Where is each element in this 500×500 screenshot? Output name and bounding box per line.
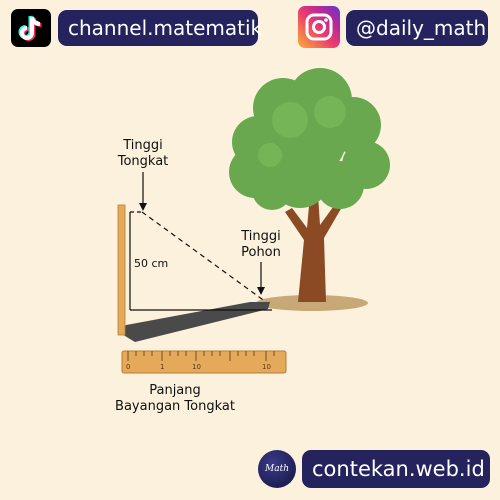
tree-foliage: [229, 68, 390, 210]
website-url: contekan.web.id: [312, 457, 485, 481]
sun-ray-dashed-line: [141, 211, 267, 303]
shadow-label-line-2: Bayangan Tongkat: [115, 399, 235, 414]
ruler-tick-label: 0: [126, 363, 131, 371]
stick-label-arrowhead: [139, 203, 147, 211]
shadow-label-line-1: Panjang: [149, 383, 201, 398]
tree-foliage-highlight: [258, 96, 346, 167]
website-badge[interactable]: contekan.web.id: [302, 450, 490, 488]
tiktok-icon[interactable]: [11, 9, 51, 47]
tree-label-line-1: Tinggi: [241, 229, 281, 244]
tree-label-arrowhead: [257, 287, 265, 295]
ruler-tick-label: 10: [192, 363, 201, 371]
stick-label-line-2: Tongkat: [117, 154, 169, 169]
ruler-ticks: [127, 351, 275, 361]
tree-ground-shadow: [256, 295, 368, 311]
math-logo-text: Math: [265, 464, 289, 474]
stick-height-label: Tinggi Tongkat: [108, 138, 178, 170]
tiktok-handle: channel.matematik: [68, 16, 263, 40]
stick-height-value: 50 cm: [134, 257, 169, 270]
stick: [117, 204, 126, 336]
shadow-length-label: Panjang Bayangan Tongkat: [110, 383, 240, 415]
math-logo[interactable]: Math: [258, 450, 296, 488]
stick-shadow: [120, 302, 270, 342]
ruler-tick-label: 1: [160, 363, 165, 371]
tree-trunk: [285, 195, 342, 302]
ruler-tick-label: 10: [262, 363, 271, 371]
tiktok-handle-badge[interactable]: channel.matematik: [58, 10, 262, 46]
instagram-icon[interactable]: [298, 6, 340, 48]
tree-height-label: Tinggi Pohon: [228, 229, 294, 261]
instagram-handle-badge[interactable]: @daily_math: [346, 10, 488, 46]
stick-label-line-1: Tinggi: [123, 138, 163, 153]
instagram-handle: @daily_math: [356, 16, 487, 40]
tree-label-line-2: Pohon: [241, 245, 281, 260]
